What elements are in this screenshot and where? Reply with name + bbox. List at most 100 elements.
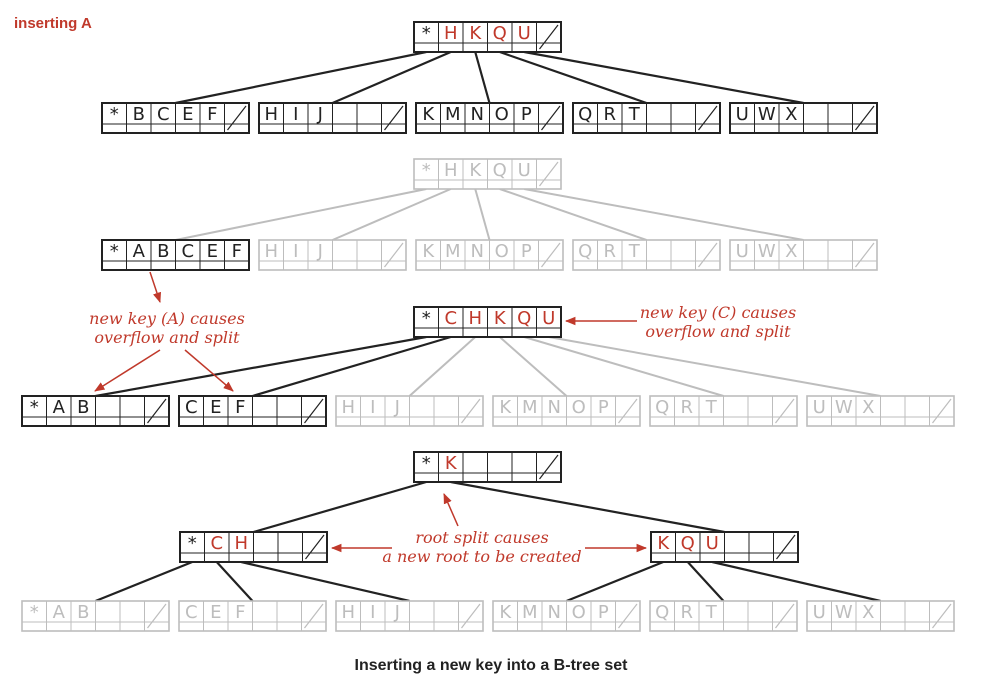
tree-link (566, 560, 664, 603)
tree-link (474, 188, 491, 241)
node-key: U (518, 160, 531, 181)
tree-link (252, 335, 452, 398)
node-key: I (293, 104, 298, 125)
node-key: U (736, 104, 749, 125)
tree-link (215, 561, 254, 602)
node-key: A (53, 602, 66, 623)
node-key: U (736, 241, 749, 262)
node-key: C (210, 533, 223, 554)
node-key: A (133, 241, 146, 262)
node-key: O (495, 241, 509, 262)
node-key: C (181, 241, 194, 262)
null-pointer-slash (541, 242, 561, 268)
node-key: * (30, 602, 39, 623)
node-key: W (835, 602, 853, 623)
annotation-line: new key (A) causes (89, 309, 245, 328)
arrow (149, 271, 161, 303)
node-key: H (341, 602, 355, 623)
tree-link (408, 336, 476, 397)
tree-link (686, 561, 725, 602)
node-key: U (706, 533, 719, 554)
node-key: E (182, 104, 193, 125)
node-key: U (518, 23, 531, 44)
node-key: M (522, 397, 538, 418)
tree-link (175, 50, 427, 105)
node-key: X (785, 241, 797, 262)
node-key: R (603, 241, 616, 262)
annotation-line: overflow and split (94, 328, 240, 347)
node-key: C (185, 602, 198, 623)
tree-links (95, 50, 881, 603)
node-key: E (210, 397, 221, 418)
tree-link (523, 336, 724, 397)
node-key: U (813, 397, 826, 418)
node-key: T (628, 241, 641, 262)
node-key: H (264, 104, 278, 125)
null-pointer-slash (147, 398, 167, 424)
node-key: W (758, 241, 776, 262)
null-pointer-slash (776, 534, 796, 560)
node-key: J (317, 104, 323, 125)
null-pointer-slash (698, 105, 718, 131)
tree-link (175, 188, 427, 241)
null-pointer-slash (775, 603, 795, 629)
node-key: P (598, 602, 609, 623)
node-key: H (444, 160, 458, 181)
node-key: W (835, 397, 853, 418)
node-key: J (394, 602, 400, 623)
null-pointer-slash (305, 534, 325, 560)
node-key: X (862, 602, 874, 623)
node-key: O (572, 397, 586, 418)
node-new-root: *K (413, 451, 562, 483)
tree-link (332, 50, 452, 105)
node-key: * (188, 533, 197, 554)
null-pointer-slash (855, 105, 875, 131)
arrow (443, 493, 459, 527)
null-pointer-slash (461, 398, 481, 424)
null-pointer-slash (304, 398, 324, 424)
node-key: Q (655, 397, 669, 418)
node-key: Q (578, 104, 592, 125)
null-pointer-slash (618, 603, 638, 629)
null-pointer-slash (304, 603, 324, 629)
tree-link (499, 50, 647, 105)
node-key: O (495, 104, 509, 125)
annotation-line: a new root to be created (382, 547, 581, 566)
node-key: * (422, 453, 431, 474)
null-pointer-slash (147, 603, 167, 629)
node-key: R (680, 602, 693, 623)
node-key: B (77, 602, 89, 623)
node-key: P (521, 104, 532, 125)
null-pointer-slash (855, 242, 875, 268)
node-key: K (422, 241, 435, 262)
node-key: K (445, 453, 458, 474)
node-key: N (471, 104, 484, 125)
null-pointer-slash (698, 242, 718, 268)
node-key: N (471, 241, 484, 262)
null-pointer-slash (618, 398, 638, 424)
node-key: * (422, 23, 431, 44)
node-key: * (422, 308, 431, 329)
node-key: B (77, 397, 89, 418)
tree-link (95, 560, 193, 603)
node-key: U (813, 602, 826, 623)
null-pointer-slash (775, 398, 795, 424)
node-key: R (603, 104, 616, 125)
annotation-root-split: root split causes a new root to be creat… (330, 493, 648, 566)
node-key: C (444, 308, 457, 329)
node-key: B (157, 241, 169, 262)
annotation-overflow-c: new key (C) causes overflow and split (564, 303, 796, 341)
node-key: H (341, 397, 355, 418)
